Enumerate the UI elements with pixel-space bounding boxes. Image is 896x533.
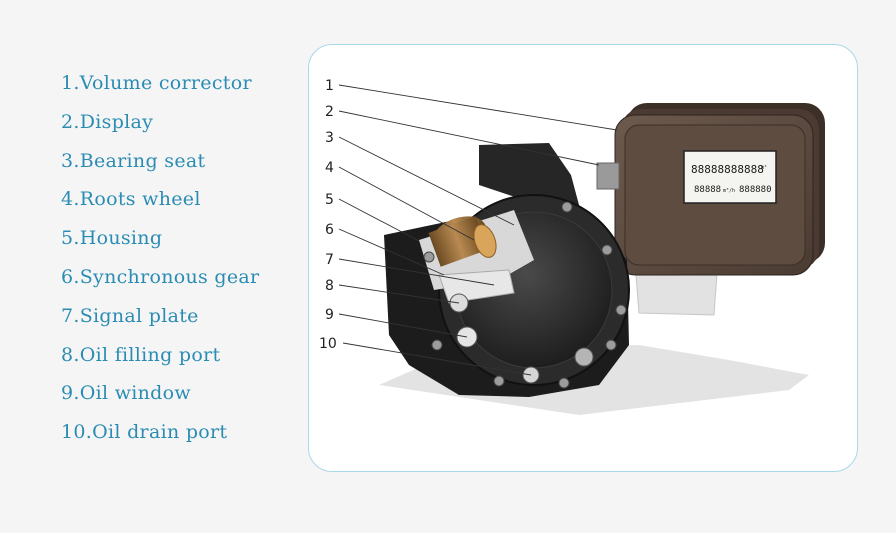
- legend-item-oil-drain-port: 10.Oil drain port: [61, 421, 228, 444]
- callout-9: 9: [325, 307, 334, 323]
- diagram-panel: 88888888888 m³ 88888 m³/h 888880: [308, 44, 858, 472]
- legend-item-display: 2.Display: [61, 110, 154, 133]
- callout-5: 5: [325, 192, 334, 208]
- callout-8: 8: [325, 278, 334, 294]
- callout-6: 6: [325, 222, 334, 238]
- legend-item-roots-wheel: 4.Roots wheel: [61, 188, 201, 211]
- roots-wheel: [428, 215, 497, 267]
- lcd-line3: 888880: [739, 185, 772, 195]
- callout-1: 1: [325, 78, 334, 94]
- legend-item-housing: 5.Housing: [61, 227, 163, 250]
- legend-item-oil-filling-port: 8.Oil filling port: [61, 343, 221, 366]
- legend-item-bearing-seat: 3.Bearing seat: [61, 149, 206, 172]
- component-legend: 1.Volume corrector 2.Display 3.Bearing s…: [61, 69, 259, 457]
- callout-2: 2: [325, 104, 334, 120]
- callout-10: 10: [319, 336, 337, 352]
- lcd-unit1: m³: [761, 165, 767, 171]
- callout-3: 3: [325, 130, 334, 146]
- lcd-display: 88888888888 m³ 88888 m³/h 888880: [683, 150, 777, 204]
- legend-item-synchronous-gear: 6.Synchronous gear: [61, 265, 260, 288]
- callout-4: 4: [325, 160, 334, 176]
- legend-item-oil-window: 9.Oil window: [61, 382, 191, 405]
- flowmeter-illustration: 88888888888 m³ 88888 m³/h 888880: [319, 78, 825, 415]
- lcd-line1: 88888888888: [691, 163, 764, 176]
- lcd-line2: 88888: [694, 185, 721, 195]
- connector-gland: [596, 162, 620, 190]
- side-plug: [574, 347, 594, 367]
- legend-item-signal-plate: 7.Signal plate: [61, 304, 199, 327]
- housing-screws: [423, 201, 627, 389]
- callout-7: 7: [325, 252, 334, 268]
- legend-item-volume-corrector: 1.Volume corrector: [61, 72, 252, 94]
- lcd-unit2: m³/h: [723, 188, 735, 194]
- leader-lines: [338, 84, 618, 376]
